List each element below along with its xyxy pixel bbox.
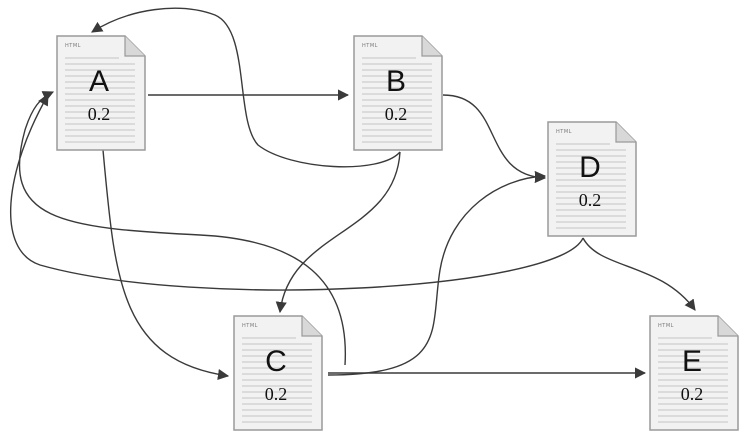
document-icon [353, 35, 443, 151]
node-e[interactable]: HTML E 0.2 [648, 314, 740, 432]
doc-header-text: HTML [242, 323, 258, 329]
edge-a-to-c [102, 149, 230, 381]
edge-d-to-e [582, 237, 696, 311]
node-label: D [579, 151, 601, 184]
doc-header-text: HTML [362, 43, 378, 49]
edge-b-to-d [442, 94, 547, 184]
doc-header-text: HTML [65, 43, 81, 49]
doc-header-text: HTML [556, 129, 572, 135]
edge-b-to-c [275, 151, 401, 314]
edge-d-to-a [9, 94, 584, 291]
node-score: 0.2 [384, 104, 408, 124]
node-b[interactable]: HTML B 0.2 [352, 34, 444, 152]
edge-c-to-d [327, 170, 547, 376]
document-icon [649, 315, 739, 431]
document-icon [233, 315, 323, 431]
node-score: 0.2 [87, 104, 111, 124]
doc-header-text: HTML [658, 323, 674, 329]
node-c[interactable]: HTML C 0.2 [232, 314, 324, 432]
node-label: C [265, 345, 287, 378]
node-score: 0.2 [680, 384, 704, 404]
edge-b-to-a [91, 7, 401, 168]
node-label: A [88, 65, 109, 98]
node-d[interactable]: HTML D 0.2 [546, 120, 638, 238]
node-a[interactable]: HTML A 0.2 [55, 34, 147, 152]
node-score: 0.2 [578, 190, 602, 210]
document-icon [56, 35, 146, 151]
node-label: B [385, 65, 406, 98]
node-score: 0.2 [264, 384, 288, 404]
document-icon [547, 121, 637, 237]
node-label: E [681, 345, 702, 378]
edge-c-to-a [18, 91, 346, 366]
